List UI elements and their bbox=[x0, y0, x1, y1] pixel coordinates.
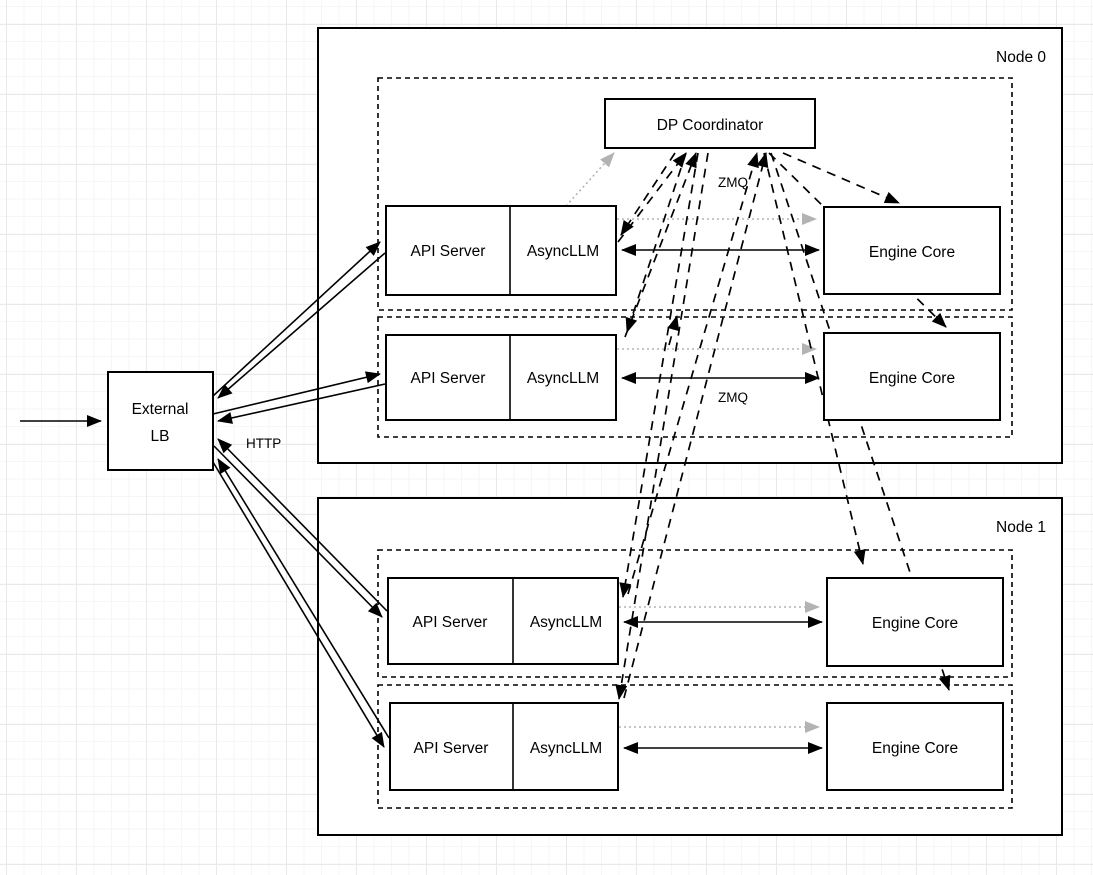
node1-label: Node 1 bbox=[996, 519, 1046, 536]
engine-core-label-0: Engine Core bbox=[869, 244, 955, 261]
zmq-solid-arrows bbox=[621, 244, 823, 754]
edge-lb-to-api-1 bbox=[212, 371, 381, 415]
edge-dotted-async0-coordinator bbox=[565, 152, 615, 207]
api-server-row-3: API Server AsyncLLM bbox=[389, 702, 619, 791]
edge-async1-to-coordinator bbox=[624, 152, 697, 338]
api-server-label-2: API Server bbox=[413, 614, 488, 631]
external-lb-label-line2: LB bbox=[151, 428, 170, 445]
edge-api-2-to-lb bbox=[217, 438, 388, 612]
edge-coordinator-to-async2 bbox=[619, 152, 699, 598]
engine-core-box-2: Engine Core bbox=[826, 577, 1004, 667]
engine-core-box-0: Engine Core bbox=[823, 206, 1001, 295]
api-server-row-2: API Server AsyncLLM bbox=[387, 577, 619, 665]
zmq-label-bottom: ZMQ bbox=[718, 390, 748, 405]
engine-core-box-3: Engine Core bbox=[826, 702, 1004, 791]
engine-core-label-3: Engine Core bbox=[872, 740, 958, 757]
external-lb-label-line1: External bbox=[132, 401, 189, 418]
edge-lb-to-api-0 bbox=[212, 241, 381, 397]
dp-coordinator-label: DP Coordinator bbox=[657, 117, 764, 134]
edge-coordinator-to-engine2 bbox=[763, 152, 866, 565]
edge-coordinator-to-async3 bbox=[615, 152, 709, 700]
edge-mid-arrowhead bbox=[667, 315, 680, 346]
api-server-label-1: API Server bbox=[411, 370, 486, 387]
edge-api-1-to-lb bbox=[217, 383, 386, 424]
gray-dotted-arrows bbox=[565, 152, 820, 733]
edge-coordinator-to-async0 bbox=[620, 152, 676, 236]
node0-subgroup-2 bbox=[377, 316, 1013, 438]
coordinator-dashed-arrows bbox=[615, 152, 951, 700]
edge-lb-to-api-2 bbox=[213, 445, 383, 618]
dp-coordinator-box: DP Coordinator bbox=[604, 98, 816, 149]
node0-subgroup-1 bbox=[377, 77, 1013, 311]
edge-async2-to-coordinator bbox=[627, 152, 759, 595]
asyncllm-label-3: AsyncLLM bbox=[530, 740, 602, 757]
http-arrows bbox=[212, 241, 390, 748]
external-lb-box: External LB bbox=[107, 371, 214, 471]
edge-lb-to-api-3 bbox=[212, 461, 385, 748]
engine-core-label-1: Engine Core bbox=[869, 370, 955, 387]
zmq-label-top: ZMQ bbox=[718, 175, 748, 190]
edge-async3-to-coordinator bbox=[623, 152, 769, 699]
engine-core-label-2: Engine Core bbox=[872, 615, 958, 632]
node0-label: Node 0 bbox=[996, 49, 1046, 66]
api-server-row-1: API Server AsyncLLM bbox=[385, 334, 617, 421]
http-label: HTTP bbox=[246, 436, 281, 451]
engine-core-box-1: Engine Core bbox=[823, 332, 1001, 421]
edge-coordinator-to-engine0 bbox=[782, 152, 900, 204]
asyncllm-label-0: AsyncLLM bbox=[527, 243, 599, 260]
edge-api-0-to-lb bbox=[217, 252, 386, 399]
edge-api-3-to-lb bbox=[217, 458, 390, 739]
asyncllm-label-1: AsyncLLM bbox=[527, 370, 599, 387]
asyncllm-label-2: AsyncLLM bbox=[530, 614, 602, 631]
api-server-row-0: API Server AsyncLLM bbox=[385, 205, 617, 296]
api-server-label-0: API Server bbox=[411, 243, 486, 260]
api-server-label-3: API Server bbox=[414, 740, 489, 757]
